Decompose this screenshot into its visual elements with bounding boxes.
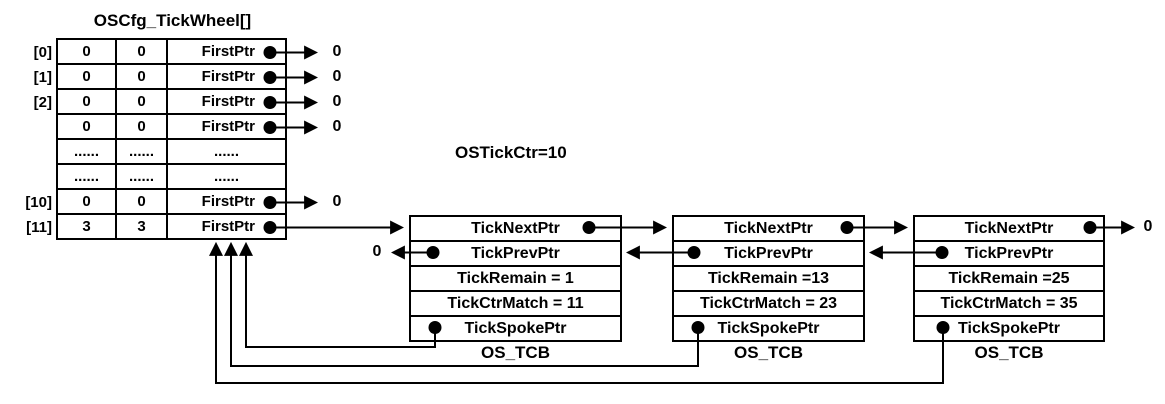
wheel-cell-dots: ...... bbox=[168, 165, 287, 190]
wheel-cell: 0 bbox=[58, 65, 117, 90]
tcb-remain-row: TickRemain =13 bbox=[674, 267, 863, 292]
arrow-tcb1-spoke-to-wheel bbox=[239, 241, 436, 348]
tcb-next-row: TickNextPtr bbox=[674, 217, 863, 242]
wheel-row-index-labels: [0] [1] [2] [10] [11] bbox=[8, 40, 52, 240]
tick-wheel-table: 0 0 FirstPtr 0 0 FirstPtr 0 0 FirstPtr 0… bbox=[56, 38, 287, 240]
wheel-cell: 0 bbox=[58, 40, 117, 65]
wheel-cell-dots: ...... bbox=[58, 165, 117, 190]
tcb-type-label: OS_TCB bbox=[481, 343, 550, 362]
wheel-cell: 0 bbox=[117, 90, 168, 115]
tcb-type-label: OS_TCB bbox=[974, 343, 1044, 362]
null-pointer-label: 0 bbox=[332, 43, 342, 60]
tcb-prev-row: TickPrevPtr bbox=[674, 242, 863, 267]
tcb-box-1: TickNextPtr TickPrevPtr TickRemain = 1 T… bbox=[409, 215, 622, 342]
tcb-spoke-row: TickSpokePtr bbox=[717, 319, 820, 337]
tcb-spoke-row: TickSpokePtr bbox=[464, 319, 567, 337]
wheel-row-index-label: [10] bbox=[25, 194, 52, 211]
wheel-row-index-label: [2] bbox=[33, 94, 52, 111]
wheel-row-index-label bbox=[8, 165, 52, 190]
tcb-next-row: TickNextPtr bbox=[411, 217, 620, 242]
tcb-ctrmatch-row: TickCtrMatch = 11 bbox=[411, 292, 620, 317]
tcb-ctrmatch-row: TickCtrMatch = 23 bbox=[674, 292, 863, 317]
null-pointer-label: 0 bbox=[332, 118, 342, 135]
wheel-row-index-label bbox=[8, 115, 52, 140]
wheel-row-index-label bbox=[8, 140, 52, 165]
wheel-cell: 0 bbox=[58, 90, 117, 115]
wheel-row-index-label: [11] bbox=[26, 219, 52, 236]
wheel-cell: 0 bbox=[117, 65, 168, 90]
tcb-box-3: TickNextPtr TickPrevPtr TickRemain =25 T… bbox=[913, 215, 1105, 342]
wheel-row-index-label: [0] bbox=[33, 44, 52, 61]
wheel-cell: 0 bbox=[58, 190, 117, 215]
tcb-remain-row: TickRemain = 1 bbox=[411, 267, 620, 292]
wheel-cell-firstptr: FirstPtr bbox=[168, 190, 287, 215]
wheel-cell-dots: ...... bbox=[168, 140, 287, 165]
wheel-cell: 0 bbox=[117, 115, 168, 140]
diagram-title: OSCfg_TickWheel[] bbox=[93, 11, 252, 30]
tcb-ctrmatch-row: TickCtrMatch = 35 bbox=[915, 292, 1103, 317]
wheel-cell-firstptr: FirstPtr bbox=[168, 40, 287, 65]
wheel-row-index-label: [1] bbox=[33, 69, 52, 86]
wheel-cell-firstptr: FirstPtr bbox=[168, 215, 287, 240]
wheel-cell: 0 bbox=[117, 40, 168, 65]
wheel-cell-firstptr: FirstPtr bbox=[168, 90, 287, 115]
tcb-prev-row: TickPrevPtr bbox=[411, 242, 620, 267]
tcb-remain-row: TickRemain =25 bbox=[915, 267, 1103, 292]
wheel-cell: 0 bbox=[58, 115, 117, 140]
tcb-box-2: TickNextPtr TickPrevPtr TickRemain =13 T… bbox=[672, 215, 865, 342]
tcb-type-label: OS_TCB bbox=[734, 343, 803, 362]
null-pointer-label: 0 bbox=[332, 93, 342, 110]
null-pointer-label: 0 bbox=[372, 243, 382, 260]
tcb-spoke-row: TickSpokePtr bbox=[958, 319, 1060, 337]
wheel-cell: 0 bbox=[117, 190, 168, 215]
tcb-prev-row: TickPrevPtr bbox=[915, 242, 1103, 267]
wheel-cell-dots: ...... bbox=[117, 165, 168, 190]
null-pointer-label: 0 bbox=[332, 68, 342, 85]
wheel-cell: 3 bbox=[58, 215, 117, 240]
wheel-cell-dots: ...... bbox=[117, 140, 168, 165]
os-tick-ctr-label: OSTickCtr=10 bbox=[455, 143, 567, 162]
wheel-cell-firstptr: FirstPtr bbox=[168, 115, 287, 140]
tcb-next-row: TickNextPtr bbox=[915, 217, 1103, 242]
null-pointer-label: 0 bbox=[1143, 218, 1153, 235]
wheel-cell-firstptr: FirstPtr bbox=[168, 65, 287, 90]
wheel-cell-dots: ...... bbox=[58, 140, 117, 165]
wheel-cell: 3 bbox=[117, 215, 168, 240]
null-pointer-label: 0 bbox=[332, 193, 342, 210]
